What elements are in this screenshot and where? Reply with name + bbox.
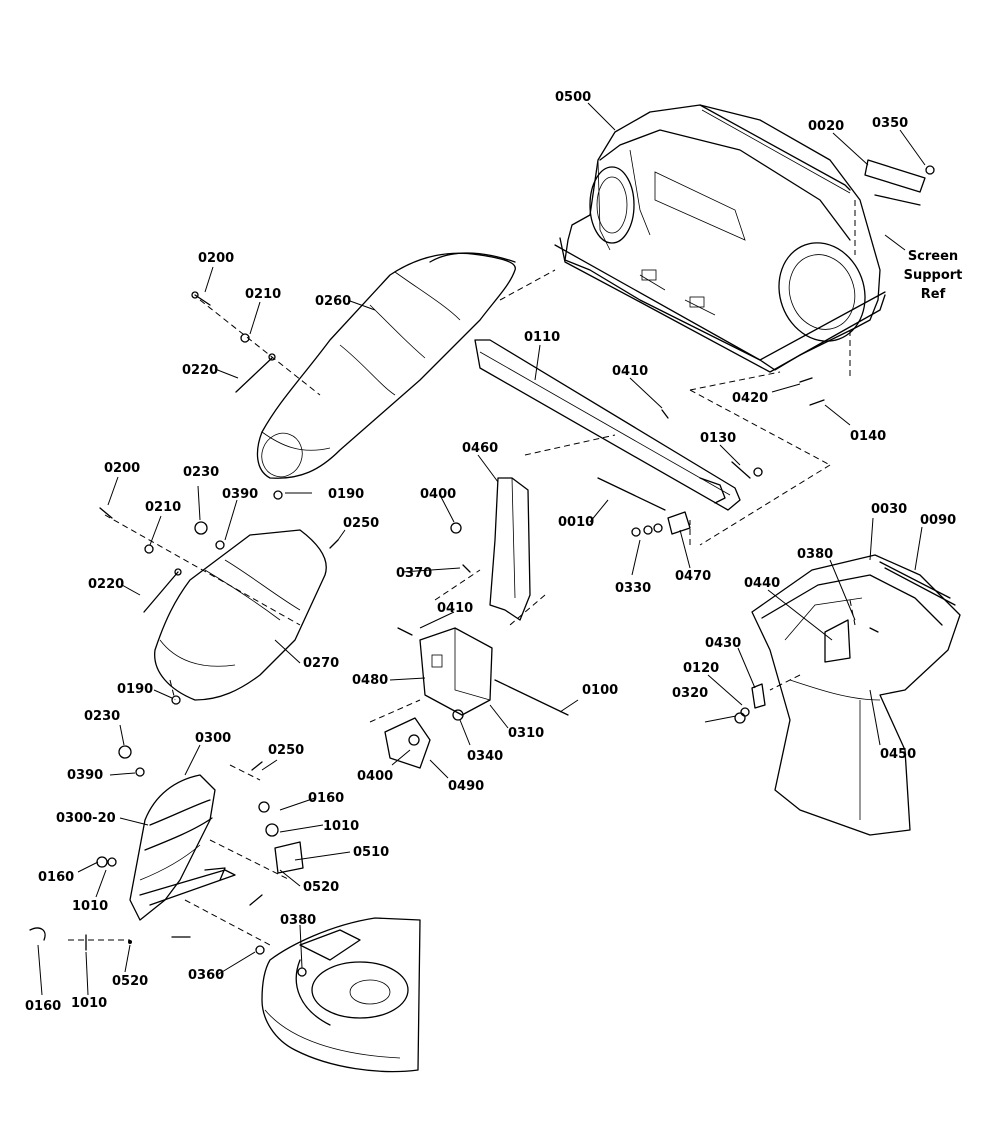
label-0370: 0370: [396, 566, 432, 581]
mower-deck-fragment: [261, 917, 421, 1073]
label-0160-upper: 0160: [308, 791, 344, 806]
rear-frame-bar: [474, 339, 741, 511]
label-0380-lower: 0380: [280, 913, 316, 928]
label-0300-20: 0300-20: [56, 811, 116, 826]
label-0330: 0330: [615, 581, 651, 596]
bag-frame: [751, 554, 961, 836]
label-0120: 0120: [683, 661, 719, 676]
label-0020: 0020: [808, 119, 844, 134]
label-0420: 0420: [732, 391, 768, 406]
label-0350: 0350: [872, 116, 908, 131]
note-screen: Screen: [908, 249, 958, 264]
label-0460: 0460: [462, 441, 498, 456]
label-0250-lower: 0250: [268, 743, 304, 758]
label-0510: 0510: [353, 845, 389, 860]
label-0400-lower: 0400: [357, 769, 393, 784]
label-0010: 0010: [558, 515, 594, 530]
label-0270: 0270: [303, 656, 339, 671]
label-0390-upper: 0390: [222, 487, 258, 502]
label-0410-lower: 0410: [437, 601, 473, 616]
label-0190-lower: 0190: [117, 682, 153, 697]
label-0200-lower: 0200: [104, 461, 140, 476]
mount-bracket: [419, 627, 493, 716]
label-0100: 0100: [582, 683, 618, 698]
label-0220-lower: 0220: [88, 577, 124, 592]
label-0210-lower: 0210: [145, 500, 181, 515]
label-1010-upper: 1010: [323, 819, 359, 834]
label-0470: 0470: [675, 569, 711, 584]
grass-catcher-hopper: [554, 104, 886, 373]
label-0500: 0500: [555, 90, 591, 105]
label-0400-upper: 0400: [420, 487, 456, 502]
label-0310: 0310: [508, 726, 544, 741]
label-0520-lower: 0520: [112, 974, 148, 989]
part-labels: 0500 0020 0350 Screen Support Ref 0200 0…: [25, 90, 962, 1014]
label-0230-lower: 0230: [84, 709, 120, 724]
deflector-assembly: [129, 774, 236, 921]
label-0130: 0130: [700, 431, 736, 446]
label-0190-upper: 0190: [328, 487, 364, 502]
label-0300: 0300: [195, 731, 231, 746]
label-0410-upper: 0410: [612, 364, 648, 379]
lower-discharge-tube: [154, 529, 327, 701]
label-0480: 0480: [352, 673, 388, 688]
hanger-bracket: [489, 477, 531, 621]
note-ref: Ref: [921, 287, 946, 302]
mount-plate: [384, 717, 431, 769]
label-0160-lower: 0160: [25, 999, 61, 1014]
label-0450: 0450: [880, 747, 916, 762]
label-0430: 0430: [705, 636, 741, 651]
label-0230-upper: 0230: [183, 465, 219, 480]
label-0390-lower: 0390: [67, 768, 103, 783]
note-support: Support: [904, 268, 963, 283]
label-0210-upper: 0210: [245, 287, 281, 302]
rods: [494, 477, 956, 716]
screen-support-rod: [699, 104, 935, 206]
label-0200-upper: 0200: [198, 251, 234, 266]
label-0250-upper: 0250: [343, 516, 379, 531]
leader-lines: [37, 102, 926, 996]
label-0160-middle: 0160: [38, 870, 74, 885]
label-0220-upper: 0220: [182, 363, 218, 378]
label-0520-upper: 0520: [303, 880, 339, 895]
label-0360: 0360: [188, 968, 224, 983]
label-0030: 0030: [871, 502, 907, 517]
upper-discharge-tube: [256, 252, 516, 479]
label-0260: 0260: [315, 294, 351, 309]
label-0320: 0320: [672, 686, 708, 701]
hardware-fasteners: [29, 291, 879, 977]
label-0090: 0090: [920, 513, 956, 528]
label-0140: 0140: [850, 429, 886, 444]
label-0110: 0110: [524, 330, 560, 345]
label-0340: 0340: [467, 749, 503, 764]
alignment-lines: [68, 200, 856, 946]
label-0440: 0440: [744, 576, 780, 591]
label-0490: 0490: [448, 779, 484, 794]
label-1010-lower: 1010: [71, 996, 107, 1011]
label-1010-middle: 1010: [72, 899, 108, 914]
label-0380-upper: 0380: [797, 547, 833, 562]
